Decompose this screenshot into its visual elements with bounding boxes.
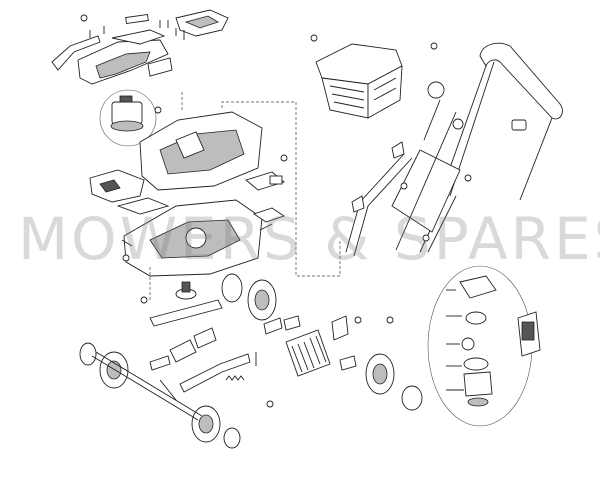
wheels — [79, 273, 423, 449]
springs-and-hardware — [225, 315, 357, 381]
chassis-deck — [121, 199, 273, 277]
height-adjust-axle — [91, 327, 251, 421]
side-brackets — [245, 171, 286, 223]
blade-assembly — [149, 281, 223, 327]
motor-detail-callout — [99, 89, 157, 147]
top-cover-assembly — [51, 9, 229, 85]
battery-detail-callout — [427, 265, 541, 427]
rear-roller — [285, 329, 331, 377]
grass-collection-box — [315, 43, 403, 119]
mower-deck-housing — [89, 111, 263, 215]
handle-assembly — [345, 42, 563, 257]
assembly-guides — [149, 92, 341, 300]
reference-markers — [80, 14, 438, 408]
